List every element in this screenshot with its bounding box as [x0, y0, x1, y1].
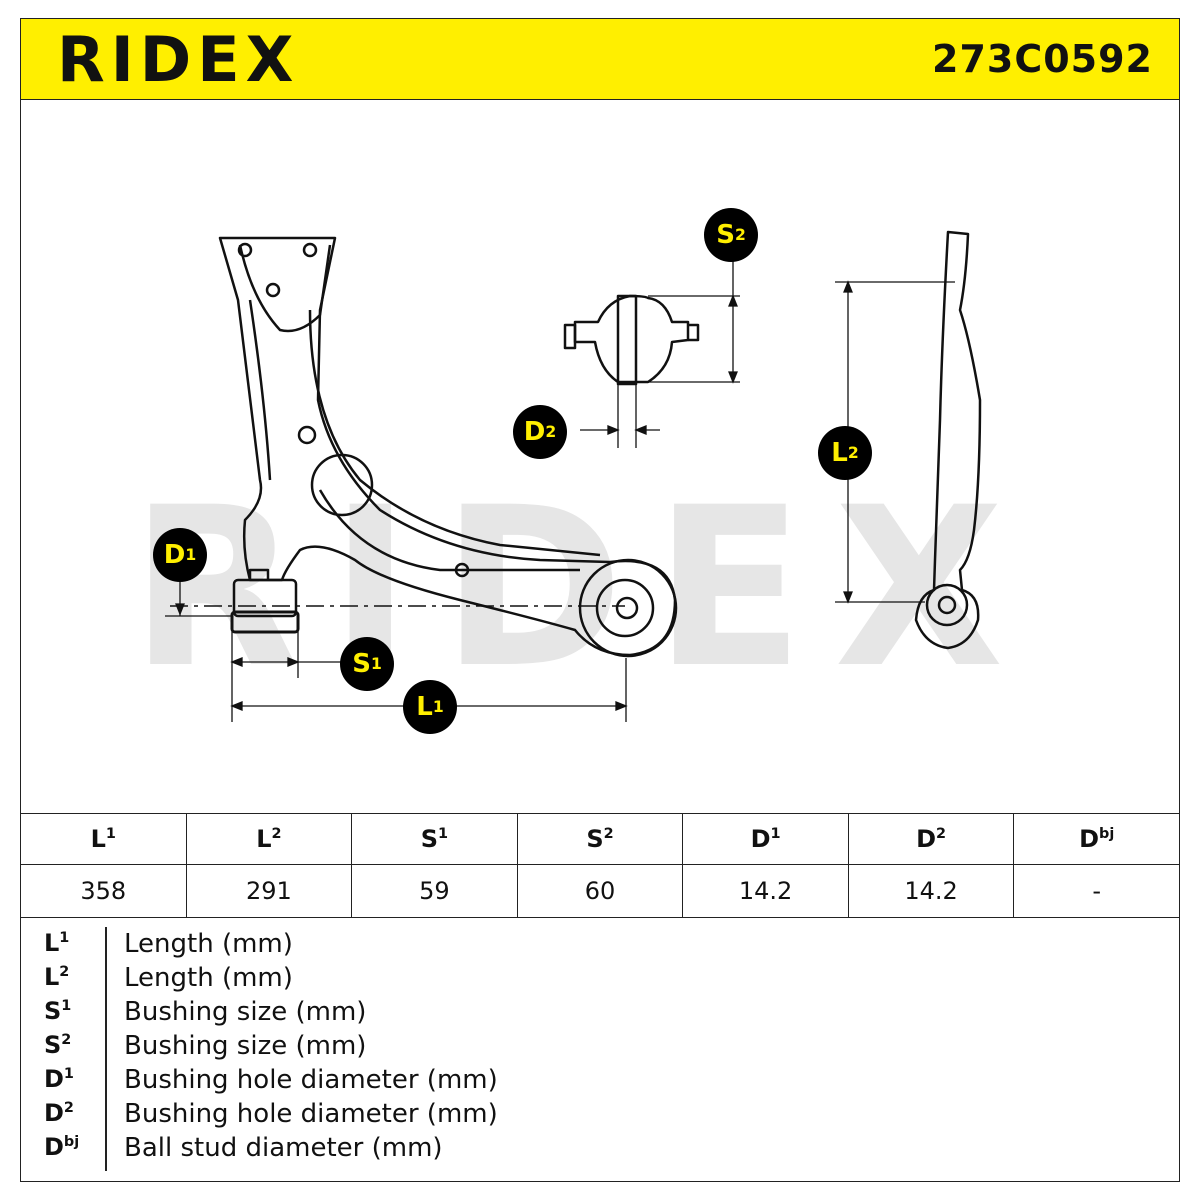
- legend-description: Bushing size (mm): [124, 997, 367, 1027]
- legend-item: D1 Bushing hole diameter (mm): [20, 1065, 1120, 1099]
- rear-bushing-outer: [578, 558, 678, 658]
- bushing-detail-outline: [573, 294, 690, 384]
- legend-item: S2 Bushing size (mm): [20, 1031, 1120, 1065]
- spec-value-dbj: -: [1013, 864, 1180, 918]
- legend-symbol: Dbj: [44, 1133, 80, 1161]
- side-view-bushing: [925, 583, 969, 627]
- bolt-hole-3: [265, 282, 281, 298]
- legend: L1 Length (mm) L2 Length (mm) S1 Bushing…: [20, 913, 1180, 1182]
- spec-header-d2: D2: [847, 813, 1015, 865]
- legend-symbol: S1: [44, 997, 72, 1025]
- arm-inner-rib-2: [308, 309, 601, 557]
- bolt-hole-2: [302, 242, 318, 258]
- front-bushing-top: [232, 578, 298, 618]
- bushing-detail-sleeve: [616, 294, 638, 386]
- legend-description: Length (mm): [124, 963, 293, 993]
- legend-description: Ball stud diameter (mm): [124, 1133, 443, 1163]
- legend-symbol: L1: [44, 929, 70, 957]
- bushing-detail-flange-right: [688, 323, 700, 342]
- front-bushing-lug: [248, 568, 270, 580]
- legend-item: D2 Bushing hole diameter (mm): [20, 1099, 1120, 1133]
- rear-bushing-hole: [615, 596, 639, 620]
- spec-header-l2: L2: [185, 813, 353, 865]
- spec-header-row: L1 L2 S1 S2 D1 D2 Dbj: [20, 813, 1180, 865]
- arm-inner-rib: [248, 299, 272, 481]
- spec-value-s1: 59: [351, 864, 518, 918]
- legend-item: Dbj Ball stud diameter (mm): [20, 1133, 1120, 1167]
- legend-description: Bushing size (mm): [124, 1031, 367, 1061]
- legend-symbol: D1: [44, 1065, 74, 1093]
- arm-top-plate: [238, 244, 332, 333]
- side-view-bushing-hole: [937, 595, 957, 615]
- legend-description: Bushing hole diameter (mm): [124, 1065, 498, 1095]
- mount-hole: [297, 425, 317, 445]
- brand-logo: RIDEX: [57, 23, 300, 96]
- legend-item: S1 Bushing size (mm): [20, 997, 1120, 1031]
- control-arm-drawing: [165, 230, 982, 722]
- spec-header-s2: S2: [516, 813, 684, 865]
- spec-value-s2: 60: [516, 864, 684, 918]
- legend-description: Length (mm): [124, 929, 293, 959]
- spec-header-l1: L1: [20, 813, 187, 865]
- legend-divider: [105, 927, 107, 1171]
- legend-description: Bushing hole diameter (mm): [124, 1099, 498, 1129]
- spec-header-s1: S1: [351, 813, 518, 865]
- spec-header-d1: D1: [682, 813, 849, 865]
- spec-table: L1 L2 S1 S2 D1 D2 Dbj 358 291 59 60 14.2…: [20, 813, 1180, 918]
- legend-symbol: D2: [44, 1099, 74, 1127]
- technical-drawing: RIDEX: [20, 100, 1180, 813]
- spec-value-row: 358 291 59 60 14.2 14.2 -: [20, 864, 1180, 918]
- legend-item: L1 Length (mm): [20, 929, 1120, 963]
- spec-header-dbj: Dbj: [1013, 813, 1180, 865]
- side-view-outline: [914, 230, 982, 650]
- ball-joint-cup: [310, 453, 374, 517]
- part-number: 273C0592: [932, 37, 1153, 81]
- legend-symbol: S2: [44, 1031, 72, 1059]
- spec-value-d2: 14.2: [847, 864, 1015, 918]
- legend-symbol: L2: [44, 963, 70, 991]
- spec-value-d1: 14.2: [682, 864, 849, 918]
- spec-value-l2: 291: [185, 864, 353, 918]
- header-bar: RIDEX 273C0592: [20, 18, 1180, 100]
- bushing-detail-flange-left: [563, 323, 577, 350]
- front-bushing-bottom: [230, 610, 300, 634]
- rivet: [454, 562, 470, 578]
- rear-bushing-mid: [595, 578, 655, 638]
- arm-outline: [218, 236, 677, 657]
- legend-item: L2 Length (mm): [20, 963, 1120, 997]
- bolt-hole-1: [237, 242, 253, 258]
- watermark-logo: RIDEX: [130, 460, 1034, 716]
- arm-inner-rib-3: [318, 489, 580, 572]
- spec-value-l1: 358: [20, 864, 187, 918]
